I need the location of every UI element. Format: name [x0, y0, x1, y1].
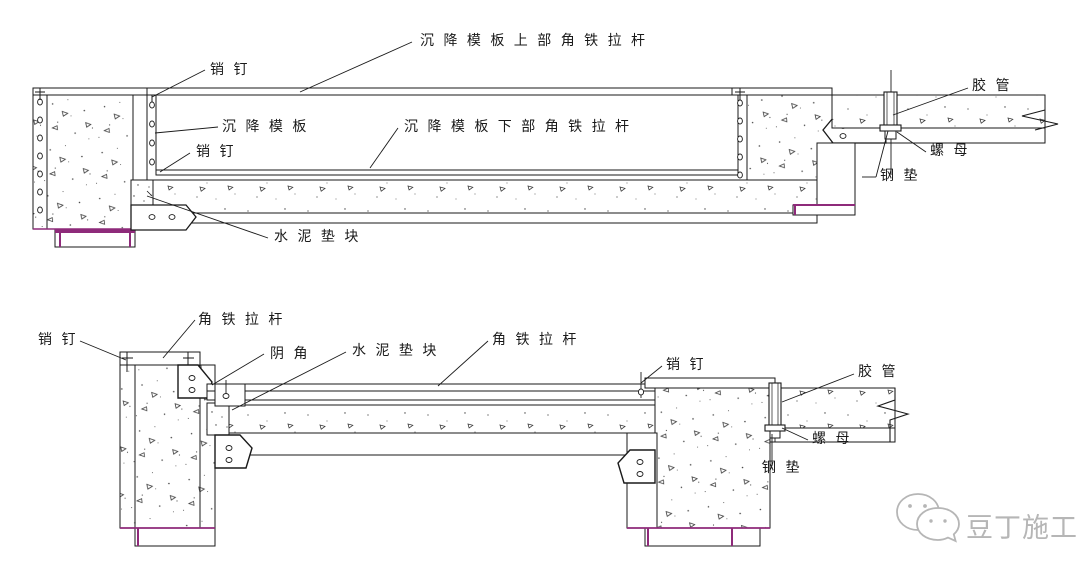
label-rubber-tube-bottom: 胶 管 — [858, 363, 898, 380]
label-cement-spacer-top: 水 泥 垫 块 — [274, 229, 361, 245]
label-cement-spacer-bottom: 水 泥 垫 块 — [352, 343, 439, 359]
right-column-bottom — [626, 372, 776, 547]
left-stub-bottom — [214, 380, 246, 407]
left-base-plate-top — [33, 228, 147, 248]
label-inner-corner: 阴 角 — [270, 346, 310, 362]
left-column-top — [32, 87, 148, 230]
cement-spacer-block-top — [130, 179, 197, 231]
right-plate-holes-top — [735, 88, 745, 179]
label-rubber-tube-top: 胶 管 — [972, 77, 1012, 94]
top-detail-labels: 销 钉 沉 降 模 板 上 部 角 铁 拉 杆 沉 降 模 板 销 钉 沉 降 … — [196, 33, 1012, 245]
label-xiaoding-bottom-2: 销 钉 — [666, 357, 706, 373]
lower-left-corner-bracket — [214, 434, 253, 469]
right-cantilever-slab-bottom — [769, 387, 910, 443]
label-nut-bottom: 螺 母 — [812, 431, 852, 447]
settlement-formwork-box — [146, 87, 748, 176]
bottom-leader-lines — [79, 319, 855, 466]
left-plate-holes-top — [35, 88, 45, 214]
label-settlement-formwork: 沉 降 模 板 — [222, 119, 309, 135]
label-tie-rod-bottom-2: 角 铁 拉 杆 — [492, 332, 579, 348]
watermark: 豆丁施工 — [896, 493, 1078, 544]
mid-slab-bottom — [214, 404, 663, 456]
bottom-detail-labels: 销 钉 角 铁 拉 杆 阴 角 水 泥 垫 块 角 铁 拉 杆 销 钉 胶 管 … — [38, 312, 898, 476]
top-leader-lines — [146, 41, 969, 239]
bolt-assembly-top — [879, 70, 902, 175]
label-xiaoding-bottom-1: 销 钉 — [38, 332, 78, 348]
label-steel-pad-top: 钢 垫 — [880, 168, 920, 184]
label-steel-pad-bottom: 钢 垫 — [762, 460, 802, 476]
label-upper-tie-rod: 沉 降 模 板 上 部 角 铁 拉 杆 — [420, 33, 648, 49]
label-xiaoding-top-1: 销 钉 — [210, 62, 250, 78]
bottom-detail-geometry — [79, 319, 910, 547]
bolt-assembly-bottom — [764, 378, 786, 442]
label-xiaoding-top-2: 销 钉 — [196, 144, 236, 160]
upper-tie-rod-bottom — [206, 383, 663, 401]
bottom-slab-top — [146, 179, 818, 224]
watermark-text: 豆丁施工 — [966, 513, 1078, 544]
lower-right-corner-bracket — [617, 449, 656, 484]
label-tie-rod-bottom-1: 角 铁 拉 杆 — [198, 312, 285, 328]
label-lower-tie-rod: 沉 降 模 板 下 部 角 铁 拉 杆 — [404, 119, 632, 135]
top-detail-geometry — [32, 41, 1059, 248]
right-cantilever-slab-top — [792, 94, 1059, 216]
wechat-icon — [896, 493, 960, 543]
label-nut-top: 螺 母 — [930, 143, 970, 159]
cement-spacer-block-bottom — [206, 402, 230, 436]
